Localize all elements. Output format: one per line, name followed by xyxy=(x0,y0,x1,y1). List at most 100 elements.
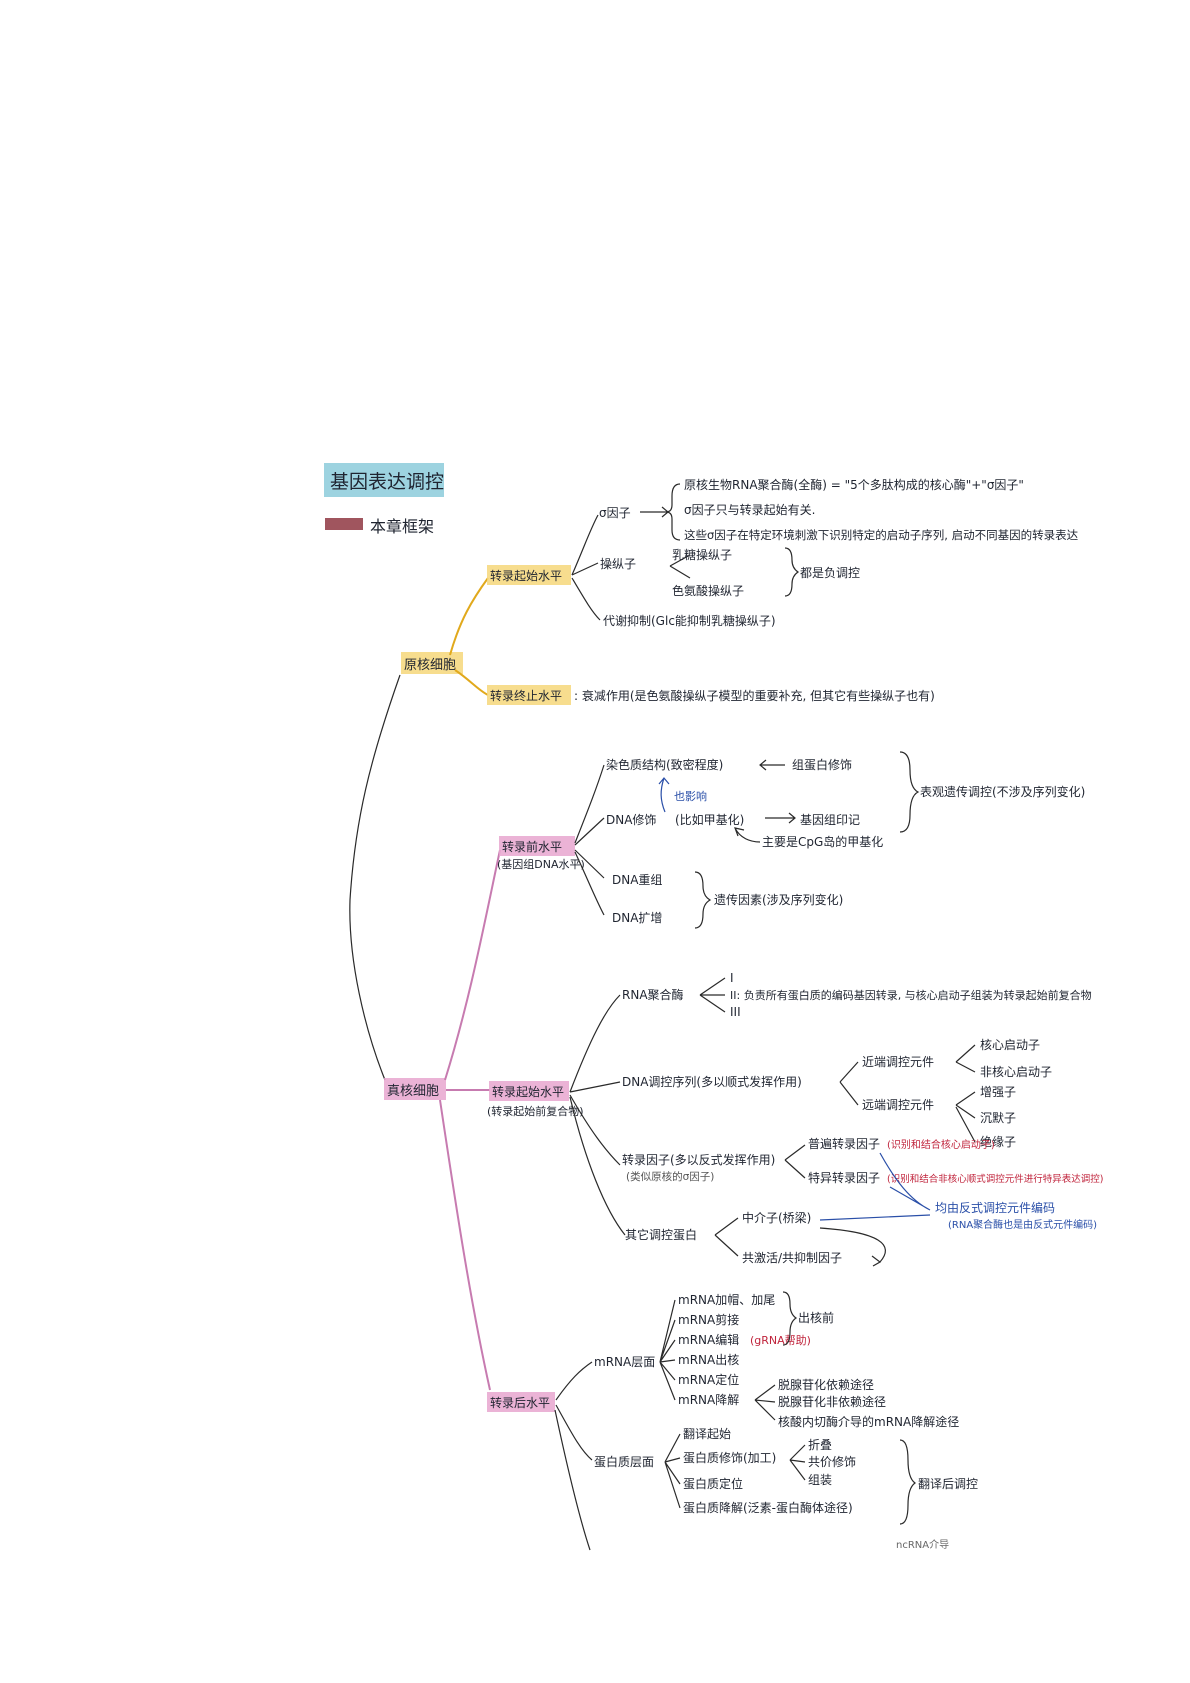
mrna-cap: mRNA加帽、加尾 xyxy=(678,1292,775,1307)
chromatin-branch xyxy=(574,764,605,844)
title-highlight xyxy=(324,463,444,497)
trans-link-mediator xyxy=(819,1214,931,1221)
protein-local: 蛋白质定位 xyxy=(683,1476,743,1491)
cpg-note: 主要是CpG岛的甲基化 xyxy=(762,834,883,849)
operon-fork xyxy=(669,554,691,579)
mrna-local: mRNA定位 xyxy=(678,1372,739,1387)
distal-node: 远端调控元件 xyxy=(862,1098,934,1112)
protein-deg: 蛋白质降解(泛素-蛋白酶体途径) xyxy=(683,1500,853,1515)
mrna-export: mRNA出核 xyxy=(678,1353,739,1367)
prokaryote-term-branch xyxy=(454,669,489,696)
mrna-node: mRNA层面 xyxy=(594,1355,655,1369)
prokaryote-node: 原核细胞 xyxy=(404,658,456,673)
insulator: 绝缘子 xyxy=(980,1134,1016,1149)
mod-assemble: 组装 xyxy=(808,1473,832,1487)
epi-brace xyxy=(899,751,920,833)
mrna-deg: mRNA降解 xyxy=(678,1393,739,1407)
trans-note-2: (RNA聚合酶也是由反式元件编码) xyxy=(948,1218,1097,1231)
pol-branch xyxy=(569,994,621,1093)
post-trans-brace xyxy=(899,1439,917,1525)
mediator: 中介子(桥梁) xyxy=(742,1210,811,1225)
protein-fork xyxy=(664,1433,681,1509)
histone-arrow xyxy=(759,759,785,771)
dnaseq-node: DNA调控序列(多以顺式发挥作用) xyxy=(622,1074,802,1089)
pol-ii: II: 负责所有蛋白质的编码基因转录, 与核心启动子组装为转录起始前复合物 xyxy=(730,988,1092,1002)
mediator-curve xyxy=(819,1227,886,1267)
proximal-node: 近端调控元件 xyxy=(862,1055,934,1069)
cutoff-branch xyxy=(554,1409,591,1551)
dnamod-branch xyxy=(574,817,605,846)
pol-fork xyxy=(699,977,726,1013)
noncore-promoter: 非核心启动子 xyxy=(980,1065,1052,1079)
tf-fork xyxy=(784,1144,806,1179)
amp-node: DNA扩增 xyxy=(612,911,662,925)
deg-1: 脱腺苷化依赖途径 xyxy=(778,1377,874,1392)
mrna-fork xyxy=(659,1299,676,1401)
pol-node: RNA聚合酶 xyxy=(622,987,684,1002)
sigma-node: σ因子 xyxy=(599,506,631,520)
chromatin-node: 染色质结构(致密程度) xyxy=(606,757,723,772)
mod-fold: 折叠 xyxy=(808,1437,832,1452)
section-subtitle: 本章框架 xyxy=(370,517,434,536)
metabolic-branch xyxy=(571,577,601,621)
imprint-arrow xyxy=(765,812,796,824)
metabolic-node: 代谢抑制(Glc能抑制乳糖操纵子) xyxy=(603,613,776,628)
trans-note: 均由反式调控元件编码 xyxy=(935,1200,1055,1215)
distal-fork xyxy=(955,1091,976,1143)
general-tf-note: (识别和结合核心启动子) xyxy=(887,1138,995,1151)
mod-covalent: 共价修饰 xyxy=(808,1454,856,1469)
prokaryote-init-branch xyxy=(449,577,489,656)
dnamod-node: DNA修饰 xyxy=(606,812,656,827)
post-highlight xyxy=(487,1392,555,1412)
sigma-branch xyxy=(571,514,599,576)
specific-tf: 特异转录因子 xyxy=(808,1170,880,1185)
nuclear-note: 出核前 xyxy=(798,1310,834,1325)
operon-brace xyxy=(784,547,800,597)
eukaryote-highlight xyxy=(384,1078,446,1100)
tf-branch xyxy=(569,1094,621,1166)
protein-node: 蛋白质层面 xyxy=(594,1454,654,1469)
recomb-branch xyxy=(574,849,605,879)
pol-i: I xyxy=(730,971,734,985)
mrna-edit-note: (gRNA帮助) xyxy=(750,1333,811,1347)
promote-arrow xyxy=(658,777,670,813)
euk-init-highlight xyxy=(489,1081,569,1101)
operon-lac: 乳糖操纵子 xyxy=(672,547,732,562)
promote-note: 也影响 xyxy=(674,790,707,803)
operon-trp: 色氨酸操纵子 xyxy=(672,583,744,598)
other-node: 其它调控蛋白 xyxy=(625,1227,697,1242)
dnamod-eg: (比如甲基化) xyxy=(675,812,744,827)
sigma-note-3: 这些σ因子在特定环境刺激下识别特定的启动子序列, 启动不同基因的转录表达 xyxy=(684,528,1079,542)
sigma-brace xyxy=(665,483,681,541)
histone-node: 组蛋白修饰 xyxy=(792,757,852,772)
root-trunk xyxy=(349,674,401,1081)
mrna-edit: mRNA编辑 xyxy=(678,1332,739,1347)
page-title: 基因表达调控 xyxy=(330,471,444,493)
genetic-note: 遗传因素(涉及序列变化) xyxy=(714,892,843,907)
pre-sub: (基因组DNA水平) xyxy=(497,857,585,871)
post-node: 转录后水平 xyxy=(490,1395,550,1410)
operon-brace-note: 都是负调控 xyxy=(800,566,860,580)
pro-term-node: 转录终止水平 xyxy=(490,688,562,703)
deg-2: 脱腺苷化非依赖途径 xyxy=(778,1394,886,1409)
cutoff-note: ncRNA介导 xyxy=(896,1539,949,1551)
protein-mod: 蛋白质修饰(加工) xyxy=(683,1450,776,1465)
sigma-note-2: σ因子只与转录起始有关. xyxy=(684,502,815,517)
mod-fork xyxy=(789,1444,806,1481)
amp-branch xyxy=(574,851,605,916)
general-tf: 普遍转录因子 xyxy=(808,1136,880,1151)
pol-iii: III xyxy=(730,1005,741,1019)
silencer: 沉默子 xyxy=(980,1110,1016,1125)
euk-pre-branch xyxy=(444,849,501,1081)
enhancer: 增强子 xyxy=(980,1085,1016,1099)
core-promoter: 核心启动子 xyxy=(980,1038,1040,1052)
epi-note: 表观遗传调控(不涉及序列变化) xyxy=(920,784,1085,799)
pro-term-highlight xyxy=(487,685,571,705)
paper xyxy=(310,455,1110,1555)
euk-post-branch xyxy=(439,1099,491,1391)
tf-node: 转录因子(多以反式发挥作用) xyxy=(622,1152,775,1167)
cpg-arrow xyxy=(734,827,761,843)
eukaryote-node: 真核细胞 xyxy=(387,1084,439,1099)
deg-fork xyxy=(754,1384,776,1421)
